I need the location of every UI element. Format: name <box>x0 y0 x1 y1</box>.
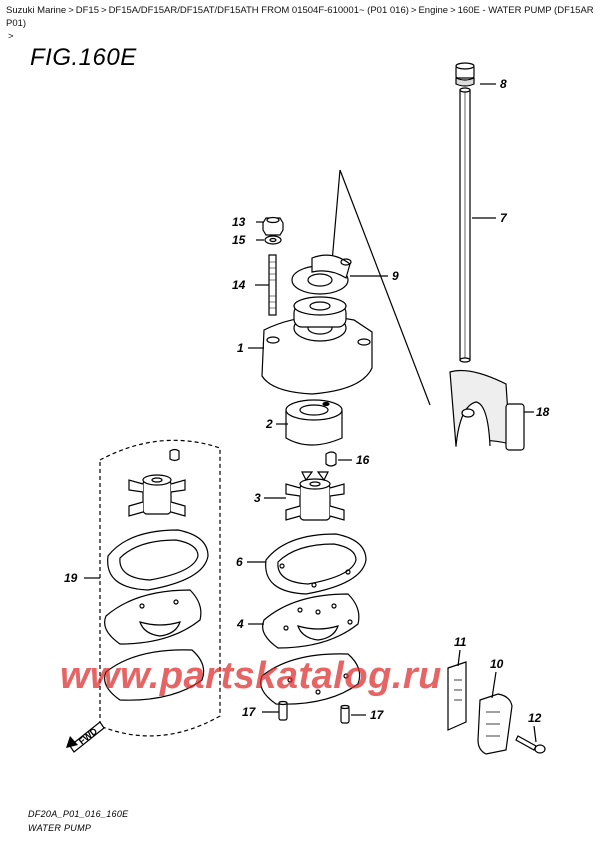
breadcrumb-separator: > <box>101 5 107 16</box>
washer-part[interactable] <box>264 235 282 245</box>
breadcrumb-separator: > <box>450 5 456 16</box>
callout-15[interactable]: 15 <box>232 233 246 247</box>
callout-2[interactable]: 2 <box>265 417 273 431</box>
breadcrumb-link-model[interactable]: DF15A/DF15AR/DF15AT/DF15ATH FROM 01504F-… <box>108 5 409 16</box>
leader-line <box>339 169 431 406</box>
callout-16[interactable]: 16 <box>356 453 370 467</box>
breadcrumb-link-water-pump[interactable]: 160E - WATER PUMP (DF15AR P01) <box>6 5 594 29</box>
water-tube-part[interactable] <box>459 87 471 363</box>
callout-9[interactable]: 9 <box>392 269 399 283</box>
breadcrumb-separator: > <box>68 5 74 16</box>
breadcrumb-link-suzuki-marine[interactable]: Suzuki Marine <box>6 5 67 16</box>
callout-8[interactable]: 8 <box>500 77 507 91</box>
callout-12[interactable]: 12 <box>528 711 542 725</box>
breadcrumb-separator: > <box>410 5 417 16</box>
dowel-pin-part[interactable] <box>278 700 288 721</box>
callout-11[interactable]: 11 <box>454 635 467 649</box>
callout-4[interactable]: 4 <box>236 617 244 631</box>
stud-bolt-part[interactable] <box>268 254 277 316</box>
callout-14[interactable]: 14 <box>232 278 246 292</box>
screw-part[interactable] <box>515 735 546 754</box>
gasket-part[interactable] <box>265 533 367 595</box>
callout-3[interactable]: 3 <box>254 491 261 505</box>
kit-gasket-part <box>107 529 209 591</box>
bracket-part[interactable] <box>447 661 467 731</box>
callout-6[interactable]: 6 <box>236 555 243 569</box>
callout-17[interactable]: 17 <box>242 705 257 719</box>
repair-kit-outline <box>99 439 221 737</box>
dowel-pin-part[interactable] <box>340 704 350 724</box>
figure-title: FIG.160E <box>30 44 137 71</box>
callout-10[interactable]: 10 <box>490 657 504 671</box>
seal-rubber-part[interactable] <box>449 369 525 451</box>
breadcrumb: Suzuki Marine>DF15>DF15A/DF15AR/DF15AT/D… <box>6 4 594 43</box>
kit-impeller-part <box>128 474 186 517</box>
kit-plate-part <box>104 589 202 645</box>
lower-gasket-part[interactable] <box>260 653 361 705</box>
watermark-text: www.partskatalog.ru <box>60 655 442 697</box>
breadcrumb-link-df15[interactable]: DF15 <box>75 5 99 16</box>
wear-plate-part[interactable] <box>262 593 360 649</box>
grommet-part[interactable] <box>455 62 475 87</box>
callout-7[interactable]: 7 <box>500 211 508 225</box>
breadcrumb-trailing-separator: > <box>8 31 14 42</box>
callout-13[interactable]: 13 <box>232 215 246 229</box>
kit-lower-gasket-part <box>104 649 205 701</box>
impeller-key-part[interactable] <box>325 451 337 467</box>
pump-guide-part[interactable] <box>291 254 352 295</box>
nut-part[interactable] <box>262 216 284 236</box>
cover-part[interactable] <box>477 693 513 755</box>
kit-key-part <box>169 448 180 462</box>
breadcrumb-link-engine[interactable]: Engine <box>418 5 449 16</box>
figure-name: WATER PUMP <box>28 823 92 833</box>
figure-code: DF20A_P01_016_160E <box>28 809 129 819</box>
impeller-part[interactable] <box>285 471 345 521</box>
callout-19[interactable]: 19 <box>64 571 78 585</box>
pump-liner-part[interactable] <box>285 399 343 446</box>
callout-1[interactable]: 1 <box>237 341 244 355</box>
fwd-arrow-icon: FWD <box>66 721 105 753</box>
pump-case-part[interactable] <box>261 296 373 395</box>
callout-18[interactable]: 18 <box>536 405 550 419</box>
callout-17[interactable]: 17 <box>370 708 385 722</box>
